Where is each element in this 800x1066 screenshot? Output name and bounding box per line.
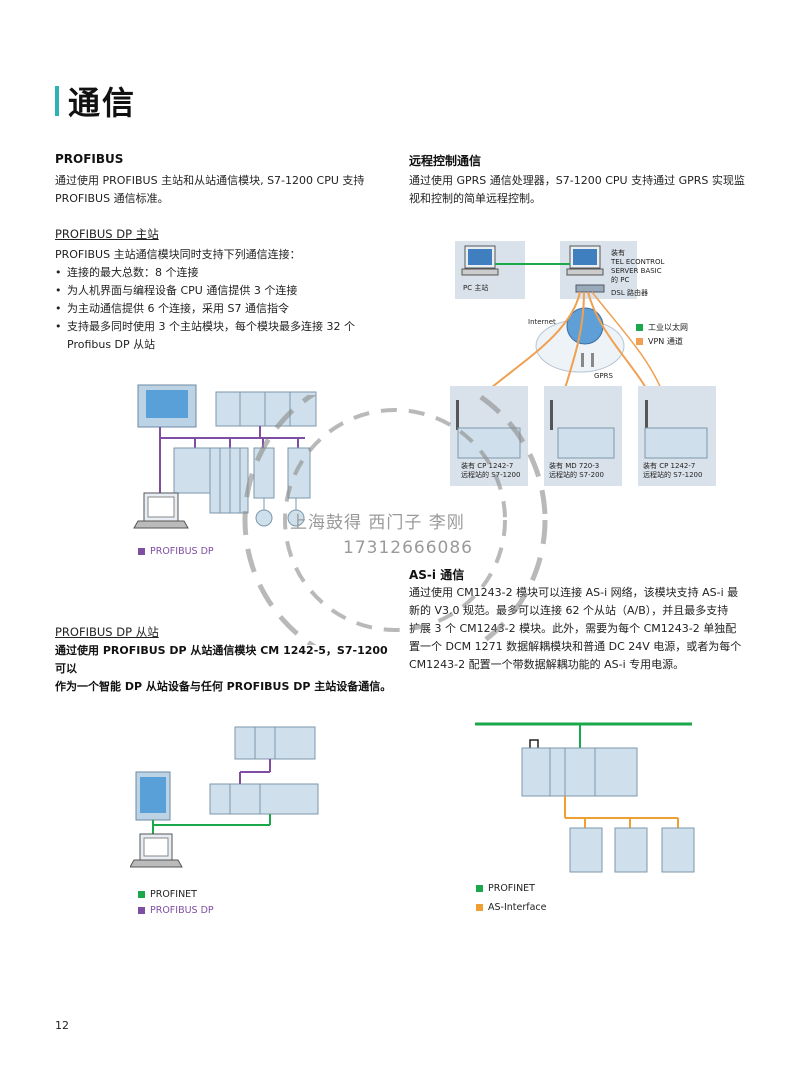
watermark-text: 上海鼓得 西门子 李刚 [290,513,465,533]
asi-text: 通过使用 CM1243-2 模块可以连接 AS-i 网络，该模块支持 AS-i … [409,584,761,674]
legend-label: 工业以太网 [648,323,688,332]
watermark-phone: 17312666086 [343,538,473,558]
legend-ethernet: 工业以太网 [636,322,688,333]
remote-text-line2: 视和控制的简单远程控制。 [409,192,541,205]
legend-profibus-dp-left: PROFIBUS DP [138,905,214,916]
drive-icon [287,447,311,499]
legend-label: PROFIBUS DP [150,905,214,916]
asi-line: 扩展 3 个 CM1243-2 模块。此外，需要为每个 CM1243-2 单独配 [409,622,737,635]
remote-text: 通过使用 GPRS 通信处理器，S7-1200 CPU 支持通过 GPRS 实现… [409,172,761,208]
dp-slave-line2: 作为一个智能 DP 从站设备与任何 PROFIBUS DP 主站设备通信。 [55,680,392,693]
legend-swatch [138,548,145,555]
antenna-icon [550,400,553,430]
profibus-intro-line2: PROFIBUS 通信标准。 [55,192,169,205]
legend-asi: AS-Interface [476,902,547,913]
bullet-item: 为人机界面与编程设备 CPU 通信提供 3 个连接 [55,282,400,300]
bullet-continuation: Profibus DP 从站 [67,338,156,351]
legend-swatch [476,904,483,911]
legend-swatch [636,338,643,345]
legend-swatch [636,324,643,331]
asi-line: 通过使用 CM1243-2 模块可以连接 AS-i 网络，该模块支持 AS-i … [409,586,739,599]
dp-master-diagram [133,384,317,529]
station-label-1: 装有 CP 1242-7 远程站的 S7-1200 [461,462,521,479]
distributed-io-icon [173,447,215,494]
dp-master-lead: PROFIBUS 主站通信模块同时支持下列通信连接： [55,248,301,261]
pc-master-label: PC 主站 [463,284,489,292]
remote-diagram [450,241,716,486]
legend-profinet-left: PROFINET [138,889,197,900]
dsl-router-label: DSL 路由器 [611,289,648,297]
bullet-item: 为主动通信提供 6 个连接，采用 S7 通信指令 [55,300,400,318]
dp-master-bullet-list: 连接的最大总数：8 个连接 为人机界面与编程设备 CPU 通信提供 3 个连接 … [55,264,400,336]
legend-vpn: VPN 通道 [636,336,683,347]
dsl-router-icon [575,284,605,293]
dp-slave-text: 通过使用 PROFIBUS DP 从站通信模块 CM 1242-5，S7-120… [55,642,400,696]
legend-label: PROFIBUS DP [150,546,214,557]
station-label-3: 装有 CP 1242-7 远程站的 S7-1200 [643,462,703,479]
plc-icon [644,427,708,459]
asi-diagram [475,722,695,873]
profibus-intro-line1: 通过使用 PROFIBUS 主站和从站通信模块, S7-1200 CPU 支持 [55,174,365,187]
station-label-2: 装有 MD 720-3 远程站的 S7-200 [549,462,605,479]
antenna-icon [456,400,459,430]
plc-icon [457,427,521,459]
legend-profinet-right: PROFINET [476,883,535,894]
server-label: 装有 TEL ECONTROL SERVER BASIC 的 PC [611,249,665,284]
bullet-item: 连接的最大总数：8 个连接 [55,264,400,282]
asi-slave-icon [614,827,648,873]
dp-master-heading: PROFIBUS DP 主站 [55,227,159,241]
asi-slave-icon [569,827,603,873]
plc-cpu-icon [215,391,317,427]
watermark-circles [242,395,548,645]
legend-swatch [138,907,145,914]
plc-asi-master-icon [521,747,638,797]
gprs-tower-icon [581,353,584,367]
asi-slave-icon [661,827,695,873]
remote-heading: 远程控制通信 [409,154,482,168]
bullet-item: 支持最多同时使用 3 个主站模块，每个模块最多连接 32 个 [55,318,400,336]
asi-line: CM1243-2 配置一个带数据解耦功能的 AS-i 专用电源。 [409,658,685,671]
legend-label: PROFINET [488,883,535,894]
dp-slave-line1: 通过使用 PROFIBUS DP 从站通信模块 CM 1242-5，S7-120… [55,644,388,675]
legend-profibus-dp: PROFIBUS DP [138,546,214,557]
profibus-intro: 通过使用 PROFIBUS 主站和从站通信模块, S7-1200 CPU 支持 … [55,172,390,208]
legend-label: AS-Interface [488,902,547,913]
internet-label: Internet [528,318,556,326]
gprs-label: GPRS [594,372,613,380]
legend-swatch [138,891,145,898]
dp-slave-heading: PROFIBUS DP 从站 [55,625,159,639]
legend-label: VPN 通道 [648,337,683,346]
asi-line: 新的 V3.0 规范。最多可以连接 62 个从站（A/B），并且最多支持 [409,604,729,617]
page-title: 通信 [68,84,137,122]
title-accent-bar [55,86,59,116]
plc-slave-icon [209,783,319,815]
asi-line: 置一个 DCM 1271 数据解耦模块和普通 DC 24V 电源，或者为每个 [409,640,742,653]
asi-heading: AS-i 通信 [409,568,465,582]
antenna-icon [645,400,648,430]
page-number: 12 [55,1019,69,1032]
plc-icon [557,427,615,459]
remote-text-line1: 通过使用 GPRS 通信处理器，S7-1200 CPU 支持通过 GPRS 实现… [409,174,745,187]
dp-slave-diagram [130,726,319,868]
profibus-heading: PROFIBUS [55,152,124,166]
legend-swatch [476,885,483,892]
legend-label: PROFINET [150,889,197,900]
gprs-tower-icon [591,353,594,367]
